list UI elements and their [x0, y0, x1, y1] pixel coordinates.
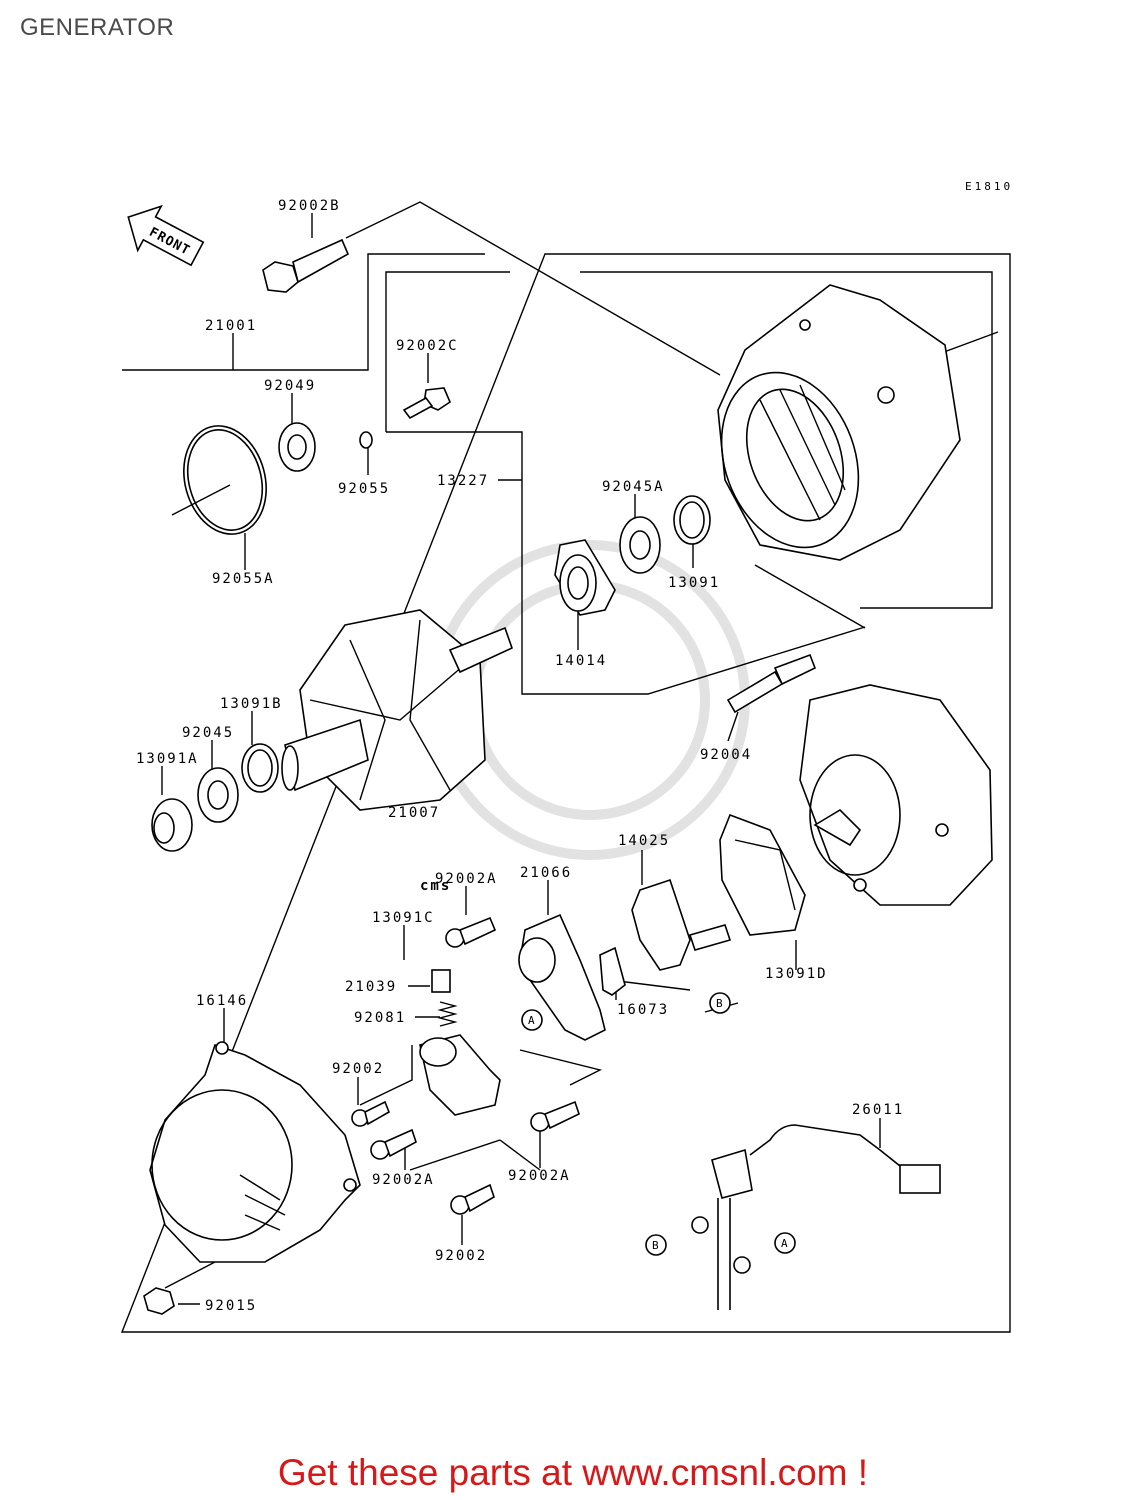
circlip-92055-icon [359, 431, 373, 449]
bracket-14025-icon [631, 878, 732, 971]
screw-92002-icon [351, 1100, 391, 1127]
bolt-92002A-icon [445, 916, 497, 948]
holder-13091C-icon [419, 1034, 501, 1116]
part-label: 92002 [435, 1248, 487, 1264]
part-label: 92002A [372, 1172, 435, 1188]
bolt-92002C-icon [402, 387, 451, 420]
ring-13091B-icon [241, 743, 279, 793]
part-label: 21007 [388, 805, 440, 821]
part-label: 13091B [220, 696, 283, 712]
part-label: 13091D [765, 966, 828, 982]
part-label: 13091 [668, 575, 720, 591]
subassembly-frame [385, 271, 993, 695]
diagram-code: E1810 [965, 180, 1013, 193]
part-label: 92002B [278, 198, 341, 214]
oring-92055A-icon [183, 425, 267, 535]
svg-text:B: B [652, 1239, 659, 1252]
part-label: 92045A [602, 479, 665, 495]
part-label: 92081 [354, 1010, 406, 1026]
alignment-lines [171, 201, 999, 1106]
part-label: 92045 [182, 725, 234, 741]
part-label: 14014 [555, 653, 607, 669]
connector-a: A [521, 1009, 543, 1031]
regulator-14025-icon [719, 813, 806, 936]
brush-16073-icon [599, 946, 626, 996]
part-label: 92049 [264, 378, 316, 394]
connector-b: B [709, 992, 731, 1014]
ring-13091-icon [673, 495, 711, 545]
part-label: 16073 [617, 1002, 669, 1018]
part-label: 13091A [136, 751, 199, 767]
stud-92004-icon [726, 653, 817, 714]
part-label: 92002A [508, 1168, 571, 1184]
front-arrow-icon: FRONT [127, 204, 205, 267]
rotor-21007-icon [281, 609, 513, 811]
part-labels: 92002B 21001 92049 92002C 92055 92055A 1… [136, 198, 904, 1314]
lead-26011-icon [691, 1124, 941, 1310]
part-label: 21039 [345, 979, 397, 995]
svg-text:cms: cms [420, 878, 451, 894]
part-label: 92002C [396, 338, 459, 354]
cover-16146-icon [149, 1041, 361, 1263]
svg-text:A: A [781, 1237, 788, 1250]
part-label: 21001 [205, 318, 257, 334]
svg-text:B: B [716, 997, 723, 1010]
part-label: 92055 [338, 481, 390, 497]
connector-a: A [774, 1232, 796, 1254]
part-label: 92004 [700, 747, 752, 763]
screw-92002-icon [450, 1183, 495, 1215]
end-cover-icon [799, 684, 993, 906]
brush-holder-21066-icon [518, 913, 606, 1041]
page-title: GENERATOR [20, 14, 175, 41]
part-label: 92055A [212, 571, 275, 587]
part-label: 21066 [520, 865, 572, 881]
spring-92081-icon [437, 1001, 458, 1027]
part-label: 13091C [372, 910, 435, 926]
part-label: 92002A [435, 871, 498, 887]
svg-text:A: A [528, 1014, 535, 1027]
screw-92002A-icon [530, 1100, 580, 1132]
assembly-frame [120, 253, 1011, 1333]
part-label: 92002 [332, 1061, 384, 1077]
part-label: 13227 [437, 473, 489, 489]
connector-b: B [645, 1234, 667, 1256]
buy-parts-link[interactable]: Get these parts at www.cmsnl.com ! [277, 1452, 869, 1493]
collar-13091A-icon [151, 798, 193, 852]
bearing-92045A-icon [619, 516, 661, 574]
nut-92015-icon [143, 1287, 175, 1315]
part-label: 16146 [196, 993, 248, 1009]
part-label: 92015 [205, 1298, 257, 1314]
bearing-92045-icon [197, 767, 239, 823]
brush-21039-icon [431, 969, 451, 993]
screw-92002A-icon [370, 1128, 417, 1160]
housing-13227-icon [717, 284, 961, 561]
bolt-92002B-icon [262, 238, 350, 293]
seal-plate-14014-icon [554, 539, 616, 616]
part-label: 14025 [618, 833, 670, 849]
bearing-92049-icon [278, 422, 316, 472]
part-label: 26011 [852, 1102, 904, 1118]
